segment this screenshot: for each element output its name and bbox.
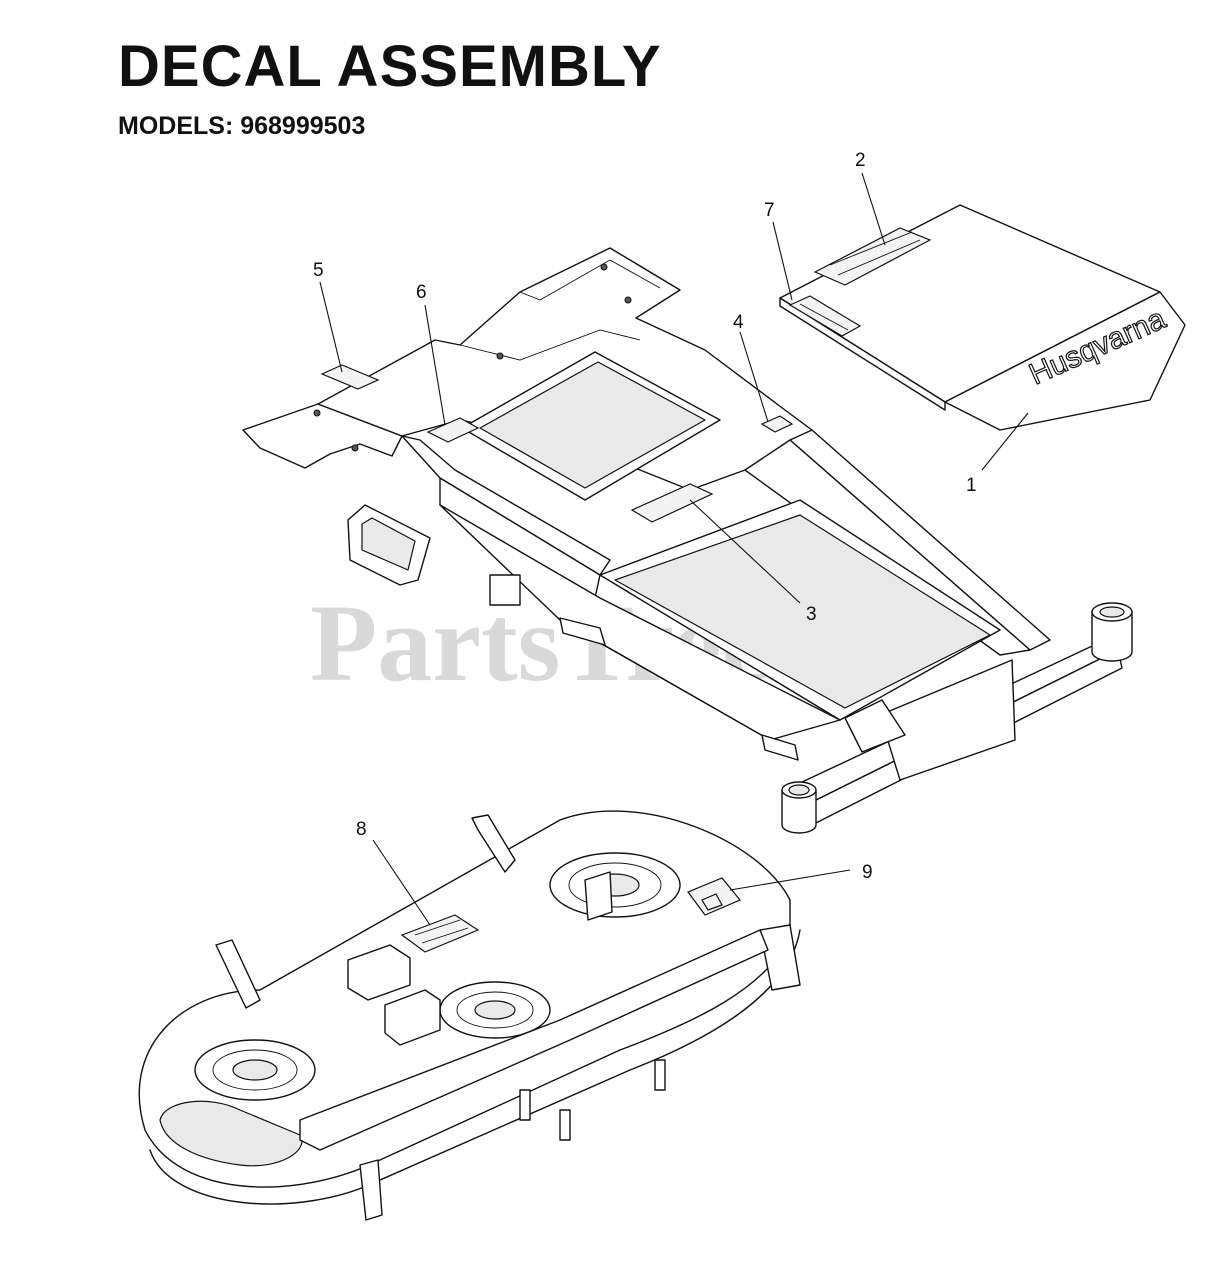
leader-8 xyxy=(372,839,431,926)
leader-7 xyxy=(772,221,793,301)
decal-3 xyxy=(630,483,714,523)
callout-8: 8 xyxy=(356,819,367,840)
mower-deck xyxy=(138,810,801,1221)
decal-7-info-strip xyxy=(788,295,862,337)
decal-5 xyxy=(320,364,380,390)
decal-4 xyxy=(760,415,794,433)
spindle-left xyxy=(194,1039,316,1101)
leader-2 xyxy=(861,172,886,246)
decal-6 xyxy=(426,417,480,443)
leader-4 xyxy=(739,331,769,423)
callout-7: 7 xyxy=(764,200,775,221)
chassis-frame xyxy=(242,247,1133,834)
page-title: DECAL ASSEMBLY xyxy=(118,34,662,99)
decal-2-warning-strip xyxy=(813,227,932,286)
callout-6: 6 xyxy=(416,282,427,303)
leader-6 xyxy=(424,304,446,426)
spindle-center xyxy=(439,981,551,1039)
callout-3: 3 xyxy=(806,604,817,625)
decal-8 xyxy=(400,914,480,953)
callout-9: 9 xyxy=(862,862,873,883)
leader-5 xyxy=(319,281,343,373)
leader-9 xyxy=(729,869,851,891)
models-subtitle: MODELS: 968999503 xyxy=(118,112,366,140)
callout-4: 4 xyxy=(733,312,744,333)
callout-1: 1 xyxy=(966,475,977,496)
callout-5: 5 xyxy=(313,260,324,281)
leader-3 xyxy=(689,499,801,604)
spindle-right xyxy=(549,852,681,918)
front-caster-left xyxy=(781,781,817,834)
decal-9 xyxy=(687,877,741,916)
callout-2: 2 xyxy=(855,150,866,171)
leader-1 xyxy=(981,412,1029,471)
front-caster-right xyxy=(1091,602,1133,662)
